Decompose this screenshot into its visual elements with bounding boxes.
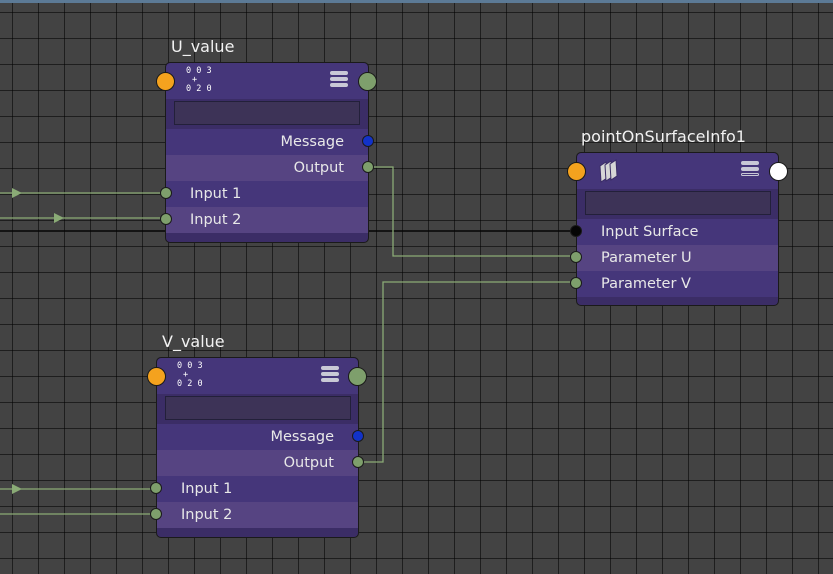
editor-top-border [0,0,833,3]
port-label: Message [270,429,334,445]
u-value-node[interactable]: 0 0 3 + 0 2 0 Message Output Input 1 Inp… [165,62,369,243]
input-surface-port[interactable] [570,225,582,237]
wire-v-output-to-param-v [364,281,570,463]
wire-arrow-u1 [12,188,22,198]
v-value-output-row[interactable]: Output [157,450,358,476]
port-label: Input Surface [601,224,699,240]
icon-row-mid: + [183,370,189,380]
icon-row-top: 0 0 3 [177,361,203,371]
u-value-name-field[interactable] [174,101,360,125]
u-value-input2-row[interactable]: Input 2 [166,207,368,233]
parameter-v-port[interactable] [570,277,582,289]
v-value-message-port[interactable] [352,430,364,442]
u-value-output-port[interactable] [362,161,374,173]
surface-sheets-icon [599,159,618,183]
parameter-v-row[interactable]: Parameter V [577,271,778,297]
attribute-menu-icon[interactable] [330,71,348,89]
u-value-out-port[interactable] [358,72,377,91]
wire-arrow-u2 [54,213,64,223]
icon-row-top: 0 0 3 [186,66,212,76]
v-value-header[interactable]: 0 0 3 + 0 2 0 [157,358,358,394]
u-value-message-row[interactable]: Message [166,129,368,155]
port-label: Output [293,160,344,176]
v-value-input2-port[interactable] [150,508,162,520]
u-value-input1-row[interactable]: Input 1 [166,181,368,207]
multiply-divide-icon: 0 0 3 + 0 2 0 [186,67,216,95]
attribute-menu-icon[interactable] [741,161,759,179]
point-on-surface-node[interactable]: Input Surface Parameter U Parameter V [576,152,779,306]
point-on-surface-name-field[interactable] [585,191,771,215]
u-value-output-row[interactable]: Output [166,155,368,181]
v-value-in-port[interactable] [147,367,166,386]
icon-row-bottom: 0 2 0 [177,379,203,389]
port-label: Input 2 [190,212,242,228]
u-value-header[interactable]: 0 0 3 + 0 2 0 [166,63,368,99]
u-value-input1-port[interactable] [160,187,172,199]
port-label: Message [280,134,344,150]
v-value-input1-port[interactable] [150,482,162,494]
icon-row-mid: + [192,75,198,85]
attribute-menu-icon[interactable] [321,366,339,384]
parameter-u-row[interactable]: Parameter U [577,245,778,271]
u-value-message-port[interactable] [362,135,374,147]
point-on-surface-out-port[interactable] [769,162,788,181]
port-label: Input 1 [181,481,233,497]
port-label: Parameter V [601,276,691,292]
icon-row-bottom: 0 2 0 [186,84,212,94]
point-on-surface-title: pointOnSurfaceInfo1 [581,127,746,146]
v-value-title: V_value [162,332,225,351]
u-value-input2-port[interactable] [160,213,172,225]
v-value-input1-row[interactable]: Input 1 [157,476,358,502]
port-label: Output [283,455,334,471]
port-label: Parameter U [601,250,692,266]
v-value-message-row[interactable]: Message [157,424,358,450]
u-value-title: U_value [171,37,235,56]
multiply-divide-icon: 0 0 3 + 0 2 0 [177,362,207,390]
port-label: Input 2 [181,507,233,523]
v-value-node[interactable]: 0 0 3 + 0 2 0 Message Output Input 1 Inp… [156,357,359,538]
wire-arrow-v1 [12,484,22,494]
v-value-input2-row[interactable]: Input 2 [157,502,358,528]
parameter-u-port[interactable] [570,251,582,263]
input-surface-row[interactable]: Input Surface [577,219,778,245]
point-on-surface-header[interactable] [577,153,778,189]
point-on-surface-in-port[interactable] [567,162,586,181]
v-value-output-port[interactable] [352,456,364,468]
v-value-name-field[interactable] [165,396,351,420]
port-label: Input 1 [190,186,242,202]
u-value-in-port[interactable] [156,72,175,91]
wire-u-output-to-param-u [373,166,570,257]
v-value-out-port[interactable] [348,367,367,386]
